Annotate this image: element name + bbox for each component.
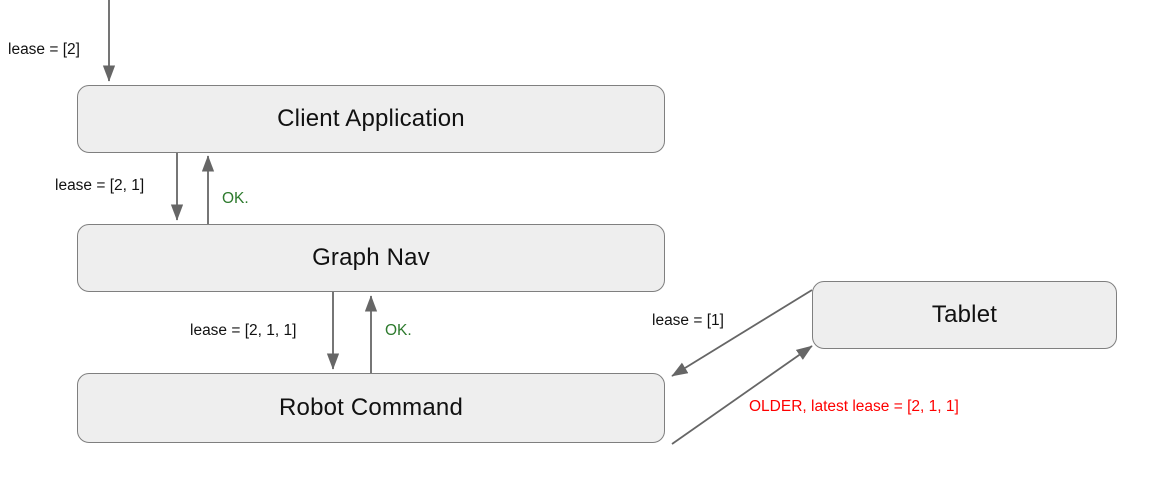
node-tablet-label: Tablet — [931, 301, 998, 328]
edge-label-graphnav-to-robotcommand: lease = [2, 1, 1] — [190, 322, 297, 339]
node-client-application[interactable]: Client Application — [77, 85, 665, 153]
edge-label-tablet-to-robotcommand: lease = [1] — [652, 312, 724, 329]
node-tablet[interactable]: Tablet — [812, 281, 1117, 349]
node-graph-nav-label: Graph Nav — [312, 244, 430, 271]
node-robot-command[interactable]: Robot Command — [77, 373, 665, 443]
edge-label-robotcommand-to-tablet-error: OLDER, latest lease = [2, 1, 1] — [749, 398, 959, 415]
node-client-application-label: Client Application — [277, 105, 465, 132]
node-graph-nav[interactable]: Graph Nav — [77, 224, 665, 292]
node-robot-command-label: Robot Command — [278, 394, 464, 421]
edge-label-robotcommand-to-graphnav-ok: OK. — [385, 322, 412, 339]
edge-label-graphnav-to-client-ok: OK. — [222, 190, 249, 207]
edge-label-incoming-lease: lease = [2] — [8, 41, 80, 58]
edge-robotcommand-to-tablet — [671, 345, 813, 445]
edge-label-client-to-graphnav: lease = [2, 1] — [55, 177, 145, 194]
edge-tablet-to-robotcommand — [671, 289, 813, 377]
